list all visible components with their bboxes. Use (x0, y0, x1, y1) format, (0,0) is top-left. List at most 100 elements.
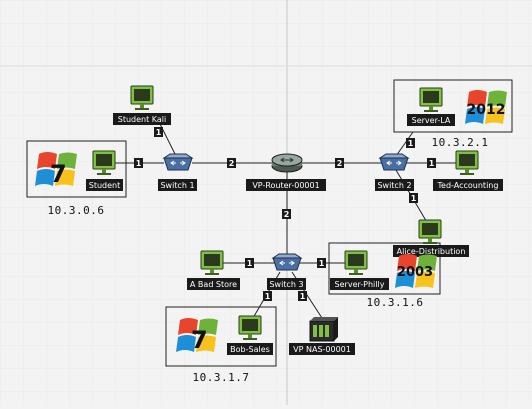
server-philly-group-box (328, 242, 441, 295)
monitor-icon (238, 315, 262, 340)
student-kali-node[interactable] (130, 85, 154, 110)
student-os-logo: 7 (35, 152, 77, 188)
node-label-bg (393, 245, 469, 257)
node-label: Bob-Sales (230, 345, 270, 354)
switch-icon (162, 153, 194, 171)
switch2-node[interactable] (378, 153, 410, 171)
port-badge (227, 158, 236, 168)
port-number: 1 (300, 292, 306, 301)
port-badge (298, 291, 307, 301)
port-badge (282, 209, 291, 219)
port-number: 1 (408, 139, 414, 148)
os-badge: 7 (191, 326, 208, 354)
switch-icon (378, 153, 410, 171)
server-la-group-box (393, 79, 513, 133)
router-node[interactable] (271, 153, 303, 173)
monitor-icon (200, 250, 224, 275)
node-label-bg (289, 343, 355, 355)
node-label-bg (330, 278, 389, 290)
port-number: 2 (337, 159, 343, 168)
ted-accounting-node[interactable] (455, 150, 479, 175)
port-badge (427, 158, 436, 168)
link-switch2-serverla (395, 131, 414, 157)
windows-logo-icon (35, 152, 77, 186)
port-badge (335, 158, 344, 168)
port-number: 1 (265, 292, 271, 301)
node-label-bg (267, 278, 306, 290)
student-group-box (26, 140, 127, 198)
node-label-bg (246, 179, 326, 191)
nas-icon (309, 317, 338, 342)
bob-group-box (165, 306, 277, 367)
windows-logo-icon (395, 254, 437, 288)
router-icon (271, 153, 303, 173)
windows-logo-icon (465, 90, 507, 124)
port-number: 1 (156, 128, 162, 137)
port-badge (409, 193, 418, 203)
bad-store-node[interactable] (200, 250, 224, 275)
port-badge (134, 158, 143, 168)
bob-os-logo: 7 (176, 318, 218, 354)
ip-address: 10.3.0.6 (48, 204, 105, 217)
node-label-bg (187, 278, 240, 290)
node-label-bg (113, 113, 171, 125)
node-label: VP NAS-00001 (293, 345, 351, 354)
ip-address: 10.3.1.7 (193, 371, 250, 384)
switch3-node[interactable] (271, 253, 303, 271)
port-badge (154, 127, 163, 137)
ip-address: 10.3.2.1 (432, 136, 489, 149)
student-node[interactable] (92, 150, 116, 175)
server-philly-node[interactable] (344, 250, 368, 275)
node-label: Student (89, 181, 121, 190)
os-badge: 2003 (397, 265, 433, 280)
node-label-bg (86, 179, 123, 191)
node-label: A Bad Store (190, 280, 237, 289)
port-badges: 1 1 2 2 1 1 1 2 1 1 1 1 (134, 127, 436, 301)
node-label: VP-Router-00001 (252, 181, 319, 190)
monitor-icon (344, 250, 368, 275)
node-label-bg (407, 114, 455, 126)
port-number: 2 (284, 210, 290, 219)
port-badge (406, 138, 415, 148)
port-badge (317, 258, 326, 268)
node-label: Student Kali (118, 115, 167, 124)
node-label-bg (433, 179, 503, 191)
server-la-os-logo: 2012 (465, 90, 507, 124)
link-kali-switch1 (157, 119, 179, 161)
monitor-icon (419, 87, 443, 112)
port-number: 1 (319, 259, 325, 268)
port-number: 1 (411, 194, 417, 203)
port-number: 1 (429, 159, 435, 168)
monitor-icon (455, 150, 479, 175)
port-number: 2 (229, 159, 235, 168)
windows-logo-icon (176, 318, 218, 352)
node-label: Switch 3 (269, 280, 303, 289)
monitor-icon (418, 219, 442, 244)
server-philly-os-logo: 2003 (395, 254, 437, 288)
monitor-icon (130, 85, 154, 110)
node-label: Switch 2 (377, 181, 411, 190)
node-label: Switch 1 (160, 181, 194, 190)
os-badge: 2012 (467, 102, 506, 118)
server-la-node[interactable] (419, 87, 443, 112)
node-label-bg (158, 179, 197, 191)
node-label: Server-Philly (335, 280, 385, 289)
port-number: 1 (247, 259, 253, 268)
node-label: Server-LA (412, 116, 451, 125)
switch-icon (271, 253, 303, 271)
alice-distribution-node[interactable] (418, 219, 442, 244)
switch1-node[interactable] (162, 153, 194, 171)
node-label-bg (227, 343, 273, 355)
bob-sales-node[interactable] (238, 315, 262, 340)
monitor-icon (92, 150, 116, 175)
os-badge: 7 (50, 160, 67, 188)
node-label: Alice-Distribution (397, 247, 466, 256)
port-badge (263, 291, 272, 301)
port-number: 1 (136, 159, 142, 168)
node-label-bg (375, 179, 414, 191)
nas-node[interactable] (309, 317, 338, 342)
ip-address: 10.3.1.6 (367, 296, 424, 309)
